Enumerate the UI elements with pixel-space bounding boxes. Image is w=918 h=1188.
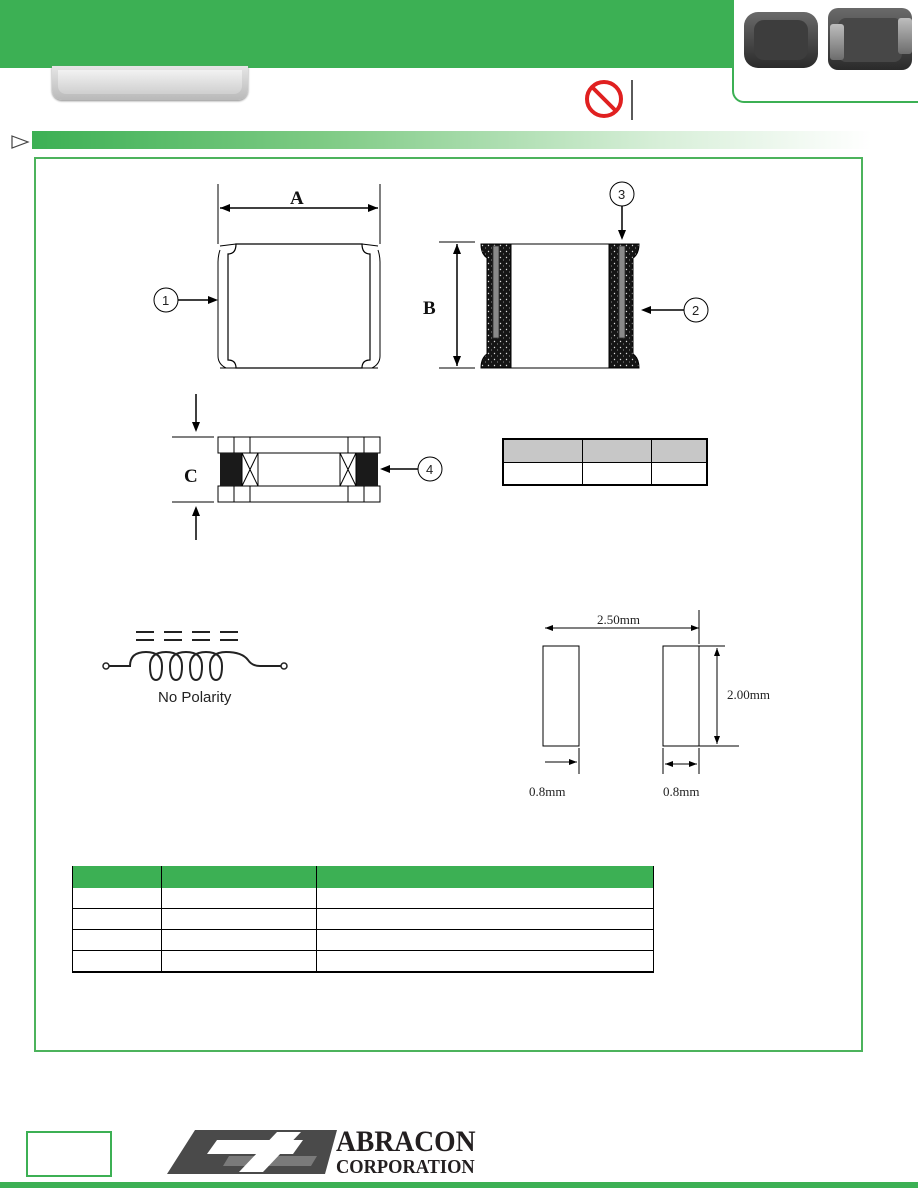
footer-green-line	[0, 1182, 918, 1188]
top-view-diagram: A 1	[153, 184, 381, 369]
side-view-diagram: B 3 2	[423, 181, 709, 369]
pad-left-width-label: 0.8mm	[529, 784, 565, 799]
land-width-label: 2.50mm	[597, 612, 640, 627]
page-number-box	[26, 1131, 112, 1177]
dimension-c-label: C	[184, 466, 198, 487]
polarity-caption: No Polarity	[158, 689, 232, 706]
abracon-logo-mark	[167, 1130, 337, 1174]
callout-4: 4	[426, 462, 433, 477]
content-frame	[34, 157, 863, 1052]
restricted-icon	[585, 80, 633, 120]
product-photo-box	[732, 0, 918, 103]
dimension-a-label: A	[290, 188, 304, 209]
callout-2: 2	[692, 303, 699, 318]
land-pattern-diagram: 2.50mm 2.00mm 0.8mm 0.8mm	[529, 610, 770, 799]
callout-3: 3	[618, 187, 625, 202]
product-photo	[744, 8, 912, 70]
dimension-table	[502, 438, 708, 486]
dimension-b-label: B	[423, 298, 436, 319]
section-arrow-icon	[11, 135, 30, 149]
header-tab-inner	[58, 70, 242, 94]
land-height-label: 2.00mm	[727, 687, 770, 702]
company-name-line-2: CORPORATION	[336, 1156, 475, 1178]
company-name-line-1: ABRACON	[336, 1125, 476, 1158]
section-title-bar	[32, 131, 872, 149]
inductor-schematic	[102, 631, 288, 682]
pad-right-width-label: 0.8mm	[663, 784, 699, 799]
materials-table	[72, 866, 654, 973]
callout-1: 1	[162, 293, 169, 308]
header-bar	[0, 0, 732, 68]
end-view-diagram: C 4	[172, 394, 443, 540]
